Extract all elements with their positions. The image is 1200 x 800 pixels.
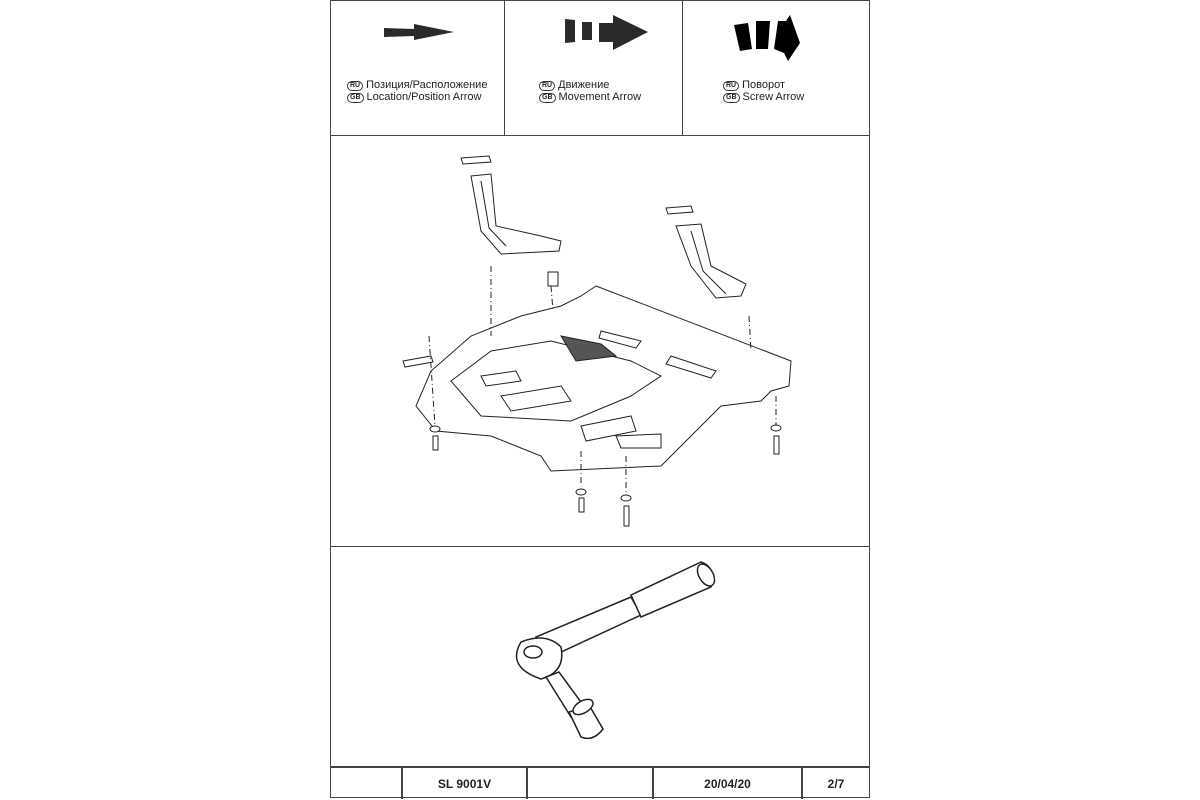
title-block-cell — [331, 768, 401, 799]
gb-tag: GB — [347, 93, 364, 103]
legend-gb-label: Location/Position Arrow — [366, 91, 482, 103]
screw-arrow-icon — [734, 15, 800, 61]
title-block: SL 9001V 20/04/20 2/7 — [331, 767, 869, 799]
document-date: 20/04/20 — [652, 768, 801, 799]
skid-plate-exploded-view — [402, 155, 792, 527]
skid-plate — [402, 285, 792, 472]
alignment-lines — [428, 266, 777, 496]
ru-tag: RU — [539, 81, 556, 91]
model-number: SL 9001V — [401, 768, 526, 799]
ru-tag: RU — [723, 81, 740, 91]
legend-gb-label: Screw Arrow — [742, 91, 805, 103]
movement-arrow-icon — [565, 15, 648, 50]
location-arrow-icon — [384, 24, 454, 40]
gb-tag: GB — [539, 93, 556, 103]
assembly-diagram — [331, 136, 869, 547]
bolts — [429, 424, 782, 527]
legend-ru-label: Позиция/Расположение — [366, 79, 488, 91]
gb-tag: GB — [723, 93, 740, 103]
ru-tag: RU — [347, 81, 364, 91]
tool-illustration — [331, 547, 869, 767]
page-number: 2/7 — [801, 768, 869, 799]
left-bracket — [460, 155, 562, 287]
legend-ru-label: Поворот — [742, 79, 786, 91]
ratchet-wrench-icon — [515, 561, 716, 740]
title-block-cell — [526, 768, 652, 799]
legend-ru-label: Движение — [558, 79, 610, 91]
legend-gb-label: Movement Arrow — [558, 91, 642, 103]
